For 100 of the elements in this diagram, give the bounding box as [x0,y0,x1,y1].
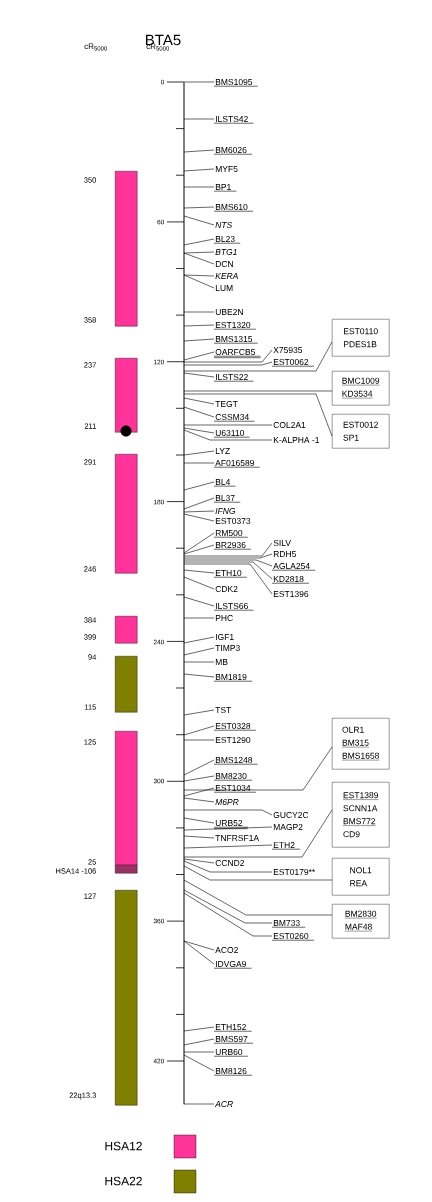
leader-line [183,809,333,858]
marker-label: BM1819 [213,674,253,682]
leader-line [183,429,273,441]
marker-label: BL37 [213,495,241,503]
leader-line [183,797,215,803]
leader-line [183,186,215,188]
marker-label: BMS597 [213,1036,254,1044]
marker-label: EST1034 [213,785,257,793]
marker-label: TNFRSF1A [215,835,260,841]
marker-label: BTG1 [215,249,237,255]
leader-line [183,393,333,437]
leader-line [183,81,215,83]
leader-line [183,406,215,418]
leader-line [183,513,215,522]
leader-line [183,311,215,313]
marker-label: K-ALPHA -1 [273,437,320,443]
leader-line [183,168,215,172]
leader-line [183,427,215,434]
marker-label: OARFCB5 [213,349,261,359]
marker-label: MYF5 [215,166,238,172]
marker-label: PHC [215,615,233,621]
leader-line [183,481,215,491]
leader-line [183,576,215,590]
marker-label: KD2818 [271,576,310,584]
leader-line [183,149,215,153]
leader-line [183,341,333,372]
marker-label: MB [215,659,228,665]
leader-line [183,860,273,873]
marker-label: EST0328 [213,723,257,731]
marker-label: URB60 [213,1049,249,1057]
marker-label: BR2936 [213,542,252,550]
marker-label: X75935 [273,347,303,353]
leader-line [183,569,215,574]
marker-label: BM6026 [213,147,253,155]
leader-line [183,1038,215,1046]
marker-box: NOL1 REA [332,858,390,896]
marker-label: BMS1095 [213,79,259,87]
marker-label: BM8230 [213,773,253,781]
marker-label: ILSTS22 [213,374,254,382]
marker-label: URB52 [213,820,249,829]
leader-line [183,1051,215,1053]
marker-label: COL2A1 [273,422,306,428]
scale-unit: cR$_{5000}$ [84,43,108,51]
leader-line [183,809,273,816]
marker-label: BM8126 [213,1068,253,1076]
leader-line [183,542,273,557]
marker-label: BMS1248 [213,757,259,765]
marker-label: CSSM34 [213,414,255,422]
leader-line [183,563,273,595]
marker-label: MAGP2 [273,824,303,830]
marker-label: AGLA254 [271,563,316,571]
leader-line [183,251,215,254]
leader-line [183,497,215,510]
marker-label: BL4 [213,479,236,487]
leader-line [183,746,333,791]
marker-label: IFNG [215,508,236,514]
leader-line [183,835,215,839]
leader-line [183,1103,215,1105]
marker-label: ETH2 [271,842,301,850]
marker-label: EST1320 [213,322,257,330]
marker-label: NTS [215,222,233,228]
leader-line [183,561,273,580]
leader-line [183,510,215,513]
marker-box: EST1389 SCNN1A BMS772 CD9 [332,782,390,848]
marker-label: TST [215,707,232,713]
leader-line [183,215,215,226]
leader-line [183,889,273,924]
marker-label: IGF1 [216,634,234,640]
leader-line [183,661,215,663]
leader-line [183,647,215,656]
marker-label: LYZ [215,448,230,454]
leader-line [183,450,215,456]
marker-label: EST0260 [271,933,315,941]
leader-line [183,739,215,741]
leader-line [183,462,215,464]
marker-box: EST0110 PDES1B [332,319,390,357]
marker-label: ETH152 [213,1024,252,1032]
leader-line [183,274,215,289]
leader-line [183,544,215,555]
chromosome-axis [183,82,185,1105]
leader-line [183,553,273,559]
marker-label: TEGT [215,401,238,407]
marker-label: U63110 [213,430,250,438]
marker-label: EST1290 [215,737,251,743]
marker-label: LUM [215,285,233,291]
leader-line [183,238,215,246]
legend-label: HSA12 [105,1141,142,1151]
marker-label: BMS1315 [213,336,259,344]
marker-label: EST0373 [215,518,251,524]
leader-line [183,390,333,392]
leader-line [183,372,215,378]
marker-box: BMC1009 KD3534 [332,371,390,406]
leader-line [183,725,215,736]
leader-line [183,424,273,426]
marker-label: BM733 [271,920,306,928]
marker-label: EST0062 [271,359,315,367]
marker-label: AF016589 [213,460,260,468]
leader-line [183,817,215,824]
leader-line [183,559,273,567]
marker-label: TIMP3 [215,645,240,651]
